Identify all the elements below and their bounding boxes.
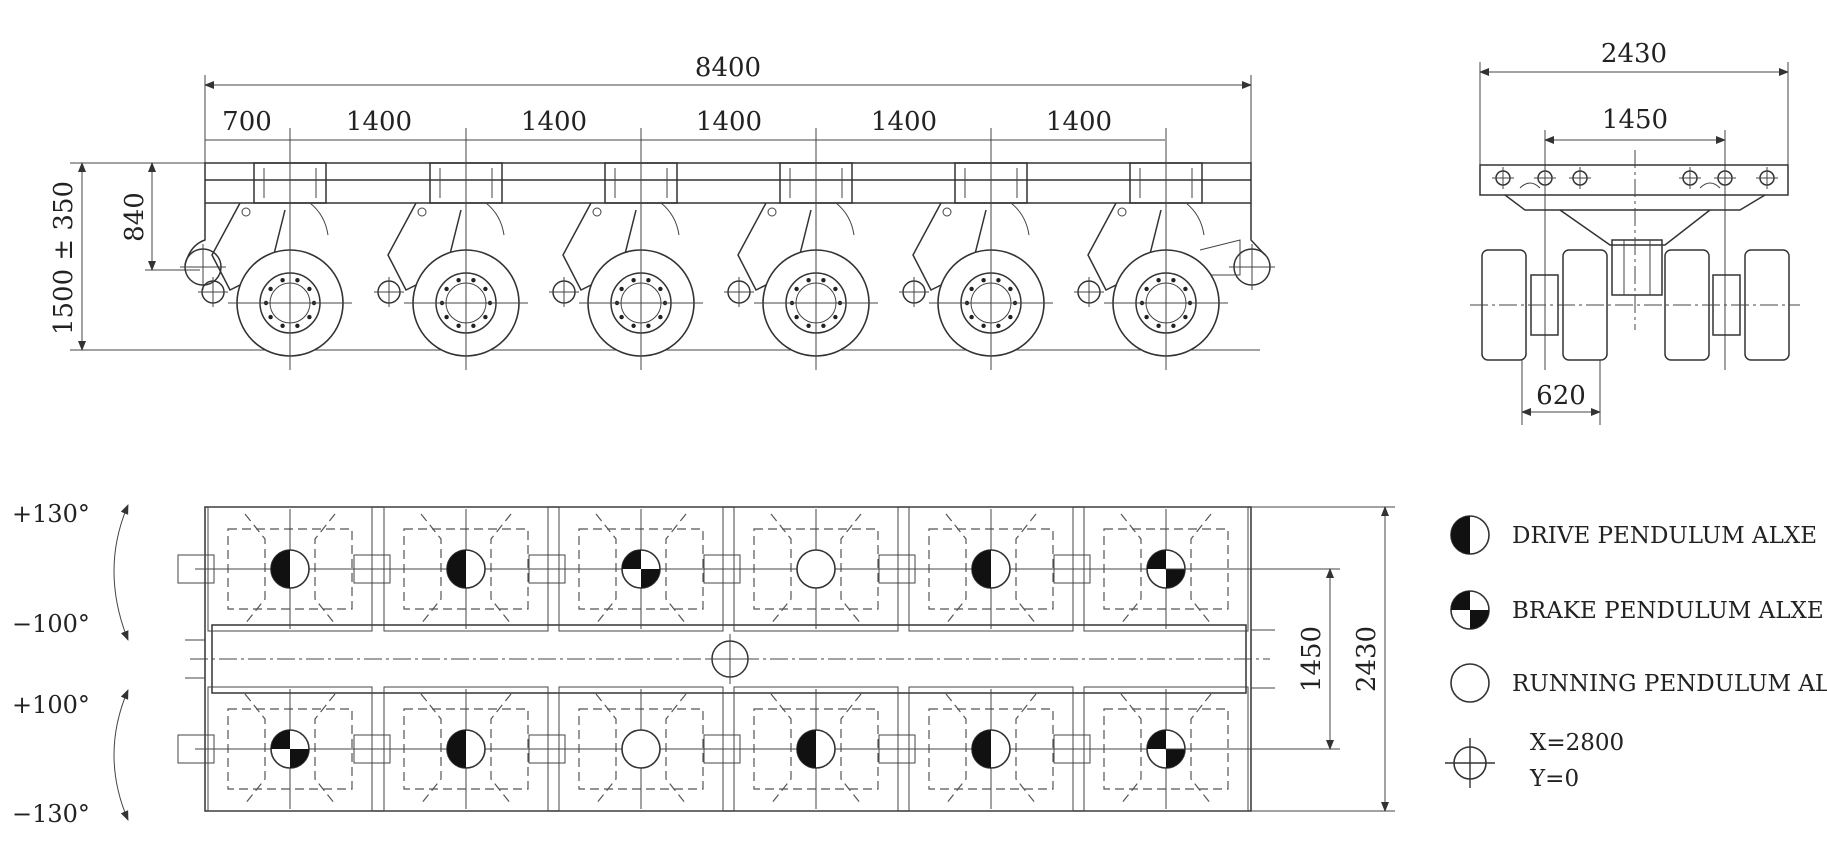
side-view: 8400 700 1400 1400 1400 1400 1400 1500 ±… [49,53,1275,370]
spacing-label-1: 700 [222,107,272,137]
spacing-label-2: 1400 [346,107,412,137]
plan-axle-bottom-3 [528,686,736,812]
plan-axle-top-3 [528,506,736,632]
plan-axle-top-4 [703,506,911,632]
side-axle-4 [724,140,878,370]
steer-angle-3: +100° [12,691,90,719]
deck-height-label: 840 [120,192,150,242]
side-axle-1 [198,140,352,370]
overall-length-label: 8400 [695,53,761,83]
spacing-label-5: 1400 [871,107,937,137]
legend-center-x: X=2800 [1530,730,1624,756]
height-range-label: 1500 ± 350 [49,181,79,335]
end-width-label: 2430 [1601,39,1667,69]
legend-drive-label: DRIVE PENDULUM ALXE [1512,523,1817,549]
side-axle-6 [1074,140,1228,370]
steer-angle-2: −100° [12,610,90,638]
plan-axle-bottom-2 [353,686,561,812]
steer-angle-1: +130° [12,500,90,528]
spacing-label-6: 1400 [1046,107,1112,137]
side-axle-5 [899,140,1053,370]
spacing-label-3: 1400 [521,107,587,137]
plan-axle-top-5 [878,506,1086,632]
side-axle-3 [549,140,703,370]
legend-brake-icon [1450,590,1490,630]
plan-axle-bottom-1 [177,686,385,812]
plan-axle-bottom-5 [878,686,1086,812]
legend-running-icon [1450,663,1490,703]
steer-arc-top [113,504,129,641]
legend: DRIVE PENDULUM ALXE BRAKE PENDULUM ALXE … [1445,515,1827,792]
legend-running-label: RUNNING PENDULUM ALXE [1512,671,1827,697]
legend-center-icon [1445,738,1495,788]
plan-axle-bottom-4 [703,686,911,812]
plan-view: +130° −100° +100° −130° 2430 1450 [12,500,1395,828]
plan-axle-top-2 [353,506,561,632]
legend-center-y: Y=0 [1529,766,1579,792]
wheel-spacing-label: 620 [1536,381,1586,411]
legend-drive-icon [1450,515,1490,555]
spacing-label-4: 1400 [696,107,762,137]
side-axle-2 [374,140,528,370]
plan-track-label: 1450 [1297,626,1327,692]
steer-arc-bottom [113,689,129,821]
end-view: 2430 1450 620 [1470,39,1800,425]
steer-angle-4: −130° [12,800,90,828]
legend-brake-label: BRAKE PENDULUM ALXE [1512,598,1824,624]
end-track-label: 1450 [1602,105,1668,135]
plan-width-label: 2430 [1352,626,1382,692]
